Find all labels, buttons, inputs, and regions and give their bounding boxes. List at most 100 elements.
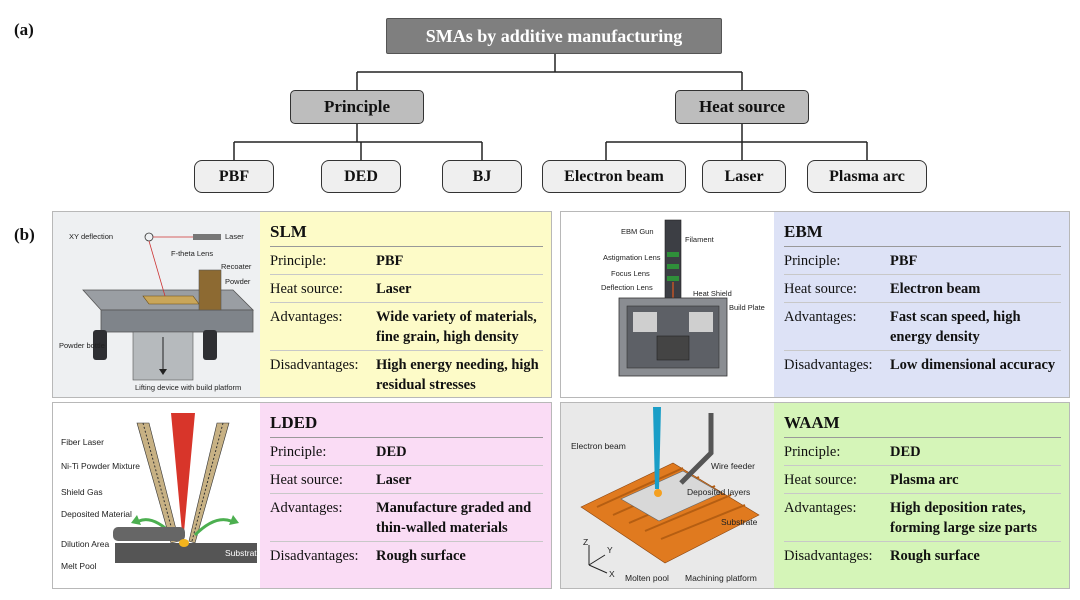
waam-illustration: Z Y X Electron beam Wire feeder Deposite… xyxy=(561,403,774,588)
row-value: Laser xyxy=(376,472,412,488)
tree-leaf-bj: BJ xyxy=(442,160,522,193)
row-value: Wide variety of materials, fine grain, h… xyxy=(376,309,537,345)
waam-label-platform: Machining platform xyxy=(685,573,757,583)
lded-label-powder: Ni-Ti Powder Mixture xyxy=(61,461,140,471)
row-value: Low dimensional accuracy xyxy=(890,357,1056,373)
lded-label-substrate: Substrate xyxy=(225,548,260,558)
lded-label-fiber: Fiber Laser xyxy=(61,437,104,447)
ebm-illustration: EBM Gun Filament Astigmation Lens Focus … xyxy=(561,212,774,397)
row-value: PBF xyxy=(376,253,404,269)
row-key: Advantages: xyxy=(784,500,857,516)
row-key: Advantages: xyxy=(270,309,343,325)
waam-label-feeder: Wire feeder xyxy=(711,461,755,471)
slm-row-advantages: Advantages: Wide variety of materials, f… xyxy=(270,303,543,351)
lded-illustration: Substrate Fiber Laser Ni-Ti Powder Mixtu… xyxy=(53,403,262,588)
slm-row-disadvantages: Disadvantages: High energy needing, high… xyxy=(270,351,543,397)
lded-row-heat-source: Heat source: Laser xyxy=(270,466,543,494)
slm-info: SLM Principle: PBF Heat source: Laser Ad… xyxy=(260,212,551,397)
row-key: Disadvantages: xyxy=(270,357,359,373)
tree-leaf-pbf: PBF xyxy=(194,160,274,193)
waam-label-layers: Deposited layers xyxy=(687,487,750,497)
row-value: Laser xyxy=(376,281,412,297)
tree-connectors xyxy=(233,53,868,160)
row-key: Heat source: xyxy=(270,472,343,488)
slm-row-heat-source: Heat source: Laser xyxy=(270,275,543,303)
row-key: Principle: xyxy=(270,253,327,269)
card-slm: XY deflection Laser F-theta Lens Recoate… xyxy=(52,211,552,398)
slm-label-laser: Laser xyxy=(225,232,244,241)
row-key: Advantages: xyxy=(270,500,343,516)
ebm-label-shield: Heat Shield xyxy=(693,289,732,298)
card-ebm: EBM Gun Filament Astigmation Lens Focus … xyxy=(560,211,1070,398)
waam-axis-x: X xyxy=(609,569,615,579)
ebm-title: EBM xyxy=(784,212,1061,247)
waam-label-beam: Electron beam xyxy=(571,441,626,451)
row-value: High deposition rates, forming large siz… xyxy=(890,500,1037,536)
row-value: DED xyxy=(890,444,921,460)
slm-illustration: XY deflection Laser F-theta Lens Recoate… xyxy=(53,212,260,397)
waam-title: WAAM xyxy=(784,403,1061,438)
slm-label-bottle: Powder bottle xyxy=(59,341,105,350)
waam-row-principle: Principle: DED xyxy=(784,438,1061,466)
card-lded: Substrate Fiber Laser Ni-Ti Powder Mixtu… xyxy=(52,402,552,589)
lded-row-disadvantages: Disadvantages: Rough surface xyxy=(270,542,543,569)
tree-node-heat-source: Heat source xyxy=(675,90,809,124)
row-key: Principle: xyxy=(270,444,327,460)
row-value: DED xyxy=(376,444,407,460)
row-key: Heat source: xyxy=(784,281,857,297)
waam-label-substrate: Substrate xyxy=(721,517,758,527)
waam-row-heat-source: Heat source: Plasma arc xyxy=(784,466,1061,494)
row-value: High energy needing, high residual stres… xyxy=(376,357,539,393)
tree-leaf-ded: DED xyxy=(321,160,401,193)
ebm-row-disadvantages: Disadvantages: Low dimensional accuracy xyxy=(784,351,1061,378)
lded-label-deposited: Deposited Material xyxy=(61,509,132,519)
row-key: Disadvantages: xyxy=(270,548,359,564)
row-key: Heat source: xyxy=(784,472,857,488)
tree-leaf-laser: Laser xyxy=(702,160,786,193)
slm-row-principle: Principle: PBF xyxy=(270,247,543,275)
waam-info: WAAM Principle: DED Heat source: Plasma … xyxy=(774,403,1069,588)
lded-title: LDED xyxy=(270,403,543,438)
tree-node-principle: Principle xyxy=(290,90,424,124)
lded-info: LDED Principle: DED Heat source: Laser A… xyxy=(260,403,551,588)
row-key: Principle: xyxy=(784,444,841,460)
waam-axis-z: Z xyxy=(583,537,588,547)
slm-label-powder: Powder xyxy=(225,277,251,286)
ebm-label-deflect: Deflection Lens xyxy=(601,283,653,292)
slm-label-recoater: Recoater xyxy=(221,262,252,271)
slm-title: SLM xyxy=(270,212,543,247)
row-key: Advantages: xyxy=(784,309,857,325)
slm-label-ftheta: F-theta Lens xyxy=(171,249,213,258)
row-key: Disadvantages: xyxy=(784,548,873,564)
ebm-label-filament: Filament xyxy=(685,235,715,244)
lded-label-melt: Melt Pool xyxy=(61,561,97,571)
slm-label-lifting: Lifting device with build platform xyxy=(135,383,241,392)
tree-leaf-plasma-arc: Plasma arc xyxy=(807,160,927,193)
slm-label-xy: XY deflection xyxy=(69,232,113,241)
ebm-label-astig: Astigmation Lens xyxy=(603,253,661,262)
waam-row-disadvantages: Disadvantages: Rough surface xyxy=(784,542,1061,569)
panel-label-b: (b) xyxy=(14,225,35,244)
waam-axis-y: Y xyxy=(607,545,613,555)
row-value: Rough surface xyxy=(890,548,980,564)
ebm-row-advantages: Advantages: Fast scan speed, high energy… xyxy=(784,303,1061,351)
row-key: Heat source: xyxy=(270,281,343,297)
row-value: Rough surface xyxy=(376,548,466,564)
lded-label-dilution: Dilution Area xyxy=(61,539,109,549)
row-key: Principle: xyxy=(784,253,841,269)
row-value: Fast scan speed, high energy density xyxy=(890,309,1021,345)
lded-row-advantages: Advantages: Manufacture graded and thin-… xyxy=(270,494,543,542)
tree-root-node: SMAs by additive manufacturing xyxy=(386,18,722,54)
row-key: Disadvantages: xyxy=(784,357,873,373)
ebm-info: EBM Principle: PBF Heat source: Electron… xyxy=(774,212,1069,397)
lded-row-principle: Principle: DED xyxy=(270,438,543,466)
row-value: Electron beam xyxy=(890,281,981,297)
ebm-row-heat-source: Heat source: Electron beam xyxy=(784,275,1061,303)
waam-row-advantages: Advantages: High deposition rates, formi… xyxy=(784,494,1061,542)
row-value: PBF xyxy=(890,253,918,269)
ebm-label-gun: EBM Gun xyxy=(621,227,654,236)
lded-label-shield: Shield Gas xyxy=(61,487,103,497)
ebm-label-build: Build Plate xyxy=(729,303,765,312)
row-value: Plasma arc xyxy=(890,472,959,488)
tree-leaf-electron-beam: Electron beam xyxy=(542,160,686,193)
